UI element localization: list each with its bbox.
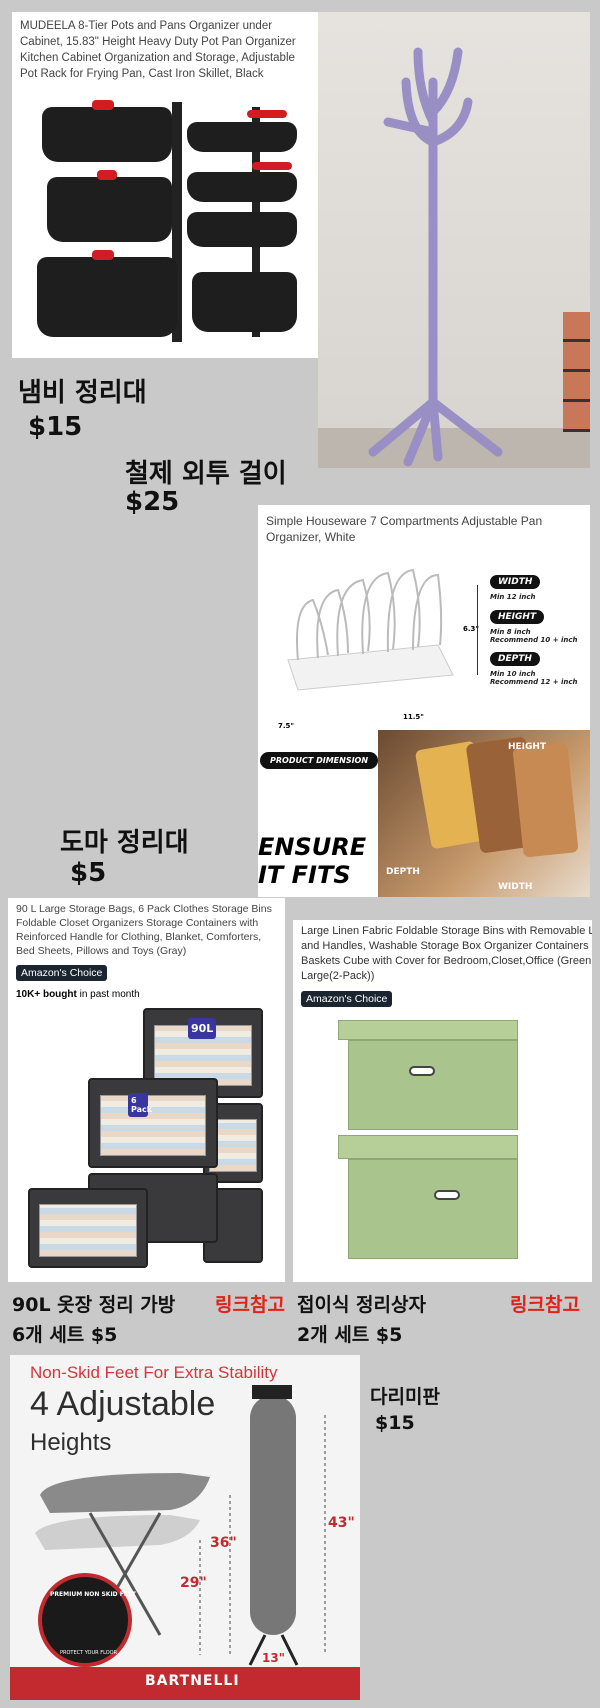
pan-organizer-price: $5 [70,858,107,888]
pan-rack-illustration [287,568,454,691]
pot-organizer-title: MUDEELA 8-Tier Pots and Pans Organizer u… [20,20,296,80]
pot-organizer-price: $15 [28,412,83,442]
height-note-2: Recommend 10 + inch [490,636,578,644]
pan-organizer-title: Simple Houseware 7 Compartments Adjustab… [266,514,543,544]
linen-bins-title: Large Linen Fabric Foldable Storage Bins… [301,925,592,982]
ironing-board-illustration [10,1385,360,1700]
ironing-board-price: $15 [375,1412,415,1434]
depth-pill: DEPTH [490,652,540,666]
pot-organizer-image [32,92,302,347]
photo-height: HEIGHT [508,742,547,752]
depth-note-2: Recommend 12 + inch [490,678,578,686]
ironing-big-title: 4 Adjustable [30,1385,216,1423]
linen-bins-price: 2개 세트 $5 [297,1324,403,1346]
ironing-subtitle: Heights [30,1429,112,1456]
depth-note-1: Min 10 inch [490,670,536,678]
height-43: 43" [328,1515,355,1531]
tag-90l: 90L [188,1018,217,1039]
linen-bins-link-note[interactable]: 링크참고 [510,1294,580,1316]
bought-count-bold: 10K+ bought [16,989,77,1000]
height-note-1: Min 8 inch [490,628,531,636]
storage-bags-title: 90 L Large Storage Bags, 6 Pack Clothes … [16,903,272,957]
ensure-fits-2: IT FITS [258,861,351,889]
storage-bags-image: 90L 6 Pack [28,1008,278,1273]
ironing-board-card[interactable]: Non-Skid Feet For Extra Stability 4 Adju… [10,1355,360,1700]
storage-bags-card[interactable]: 90 L Large Storage Bags, 6 Pack Clothes … [8,898,285,1282]
width-13: 13" [262,1651,285,1665]
photo-width: WIDTH [498,882,533,892]
height-29: 29" [180,1575,207,1591]
dim-width: 7.5" [278,722,295,730]
protect-floor-text: PROTECT YOUR FLOOR [60,1650,118,1656]
width-pill: WIDTH [490,575,541,589]
cutting-board-photo: HEIGHT DEPTH WIDTH [378,730,590,897]
linen-bins-image [338,1020,578,1270]
storage-bags-link-note[interactable]: 링크참고 [215,1294,285,1316]
pan-organizer-label: 도마 정리대 [60,828,189,858]
pot-organizer-card[interactable]: MUDEELA 8-Tier Pots and Pans Organizer u… [12,12,318,358]
dim-height: 6.3" [463,625,480,633]
bought-count: 10K+ bought in past month [16,989,277,1000]
photo-depth: DEPTH [386,867,420,877]
premium-feet-text: PREMIUM NON SKID FEET [50,1591,137,1598]
pan-organizer-card[interactable]: Simple Houseware 7 Compartments Adjustab… [258,505,590,897]
storage-bags-price: 6개 세트 $5 [12,1324,118,1346]
ensure-fits-1: ENSURE [258,833,367,861]
pot-organizer-label: 냄비 정리대 [18,378,147,408]
width-note: Min 12 inch [490,593,536,601]
coat-rack-illustration [368,47,503,467]
tag-6-pack: 6 Pack [128,1093,152,1117]
storage-bags-label: 90L 옷장 정리 가방 [12,1294,176,1316]
height-36: 36" [210,1535,237,1551]
ironing-board-label: 다리미판 [370,1386,440,1408]
coat-rack-label: 철제 외투 걸이 [125,459,287,489]
ironing-headline: Non-Skid Feet For Extra Stability [30,1363,278,1382]
amazons-choice-badge: Amazon's Choice [16,965,108,981]
product-dimension-pill: PRODUCT DIMENSION [260,752,379,769]
brand-logo: BARTNELLI [145,1673,240,1689]
coat-rack-price: $25 [125,487,180,517]
dim-depth: 11.5" [403,713,424,721]
coat-rack-photo [318,12,590,468]
linen-bins-card[interactable]: Large Linen Fabric Foldable Storage Bins… [293,920,592,1282]
height-pill: HEIGHT [490,610,545,624]
amazons-choice-badge: Amazon's Choice [301,991,393,1007]
linen-bins-label: 접이식 정리상자 [297,1294,426,1316]
bought-count-rest: in past month [76,989,140,1000]
